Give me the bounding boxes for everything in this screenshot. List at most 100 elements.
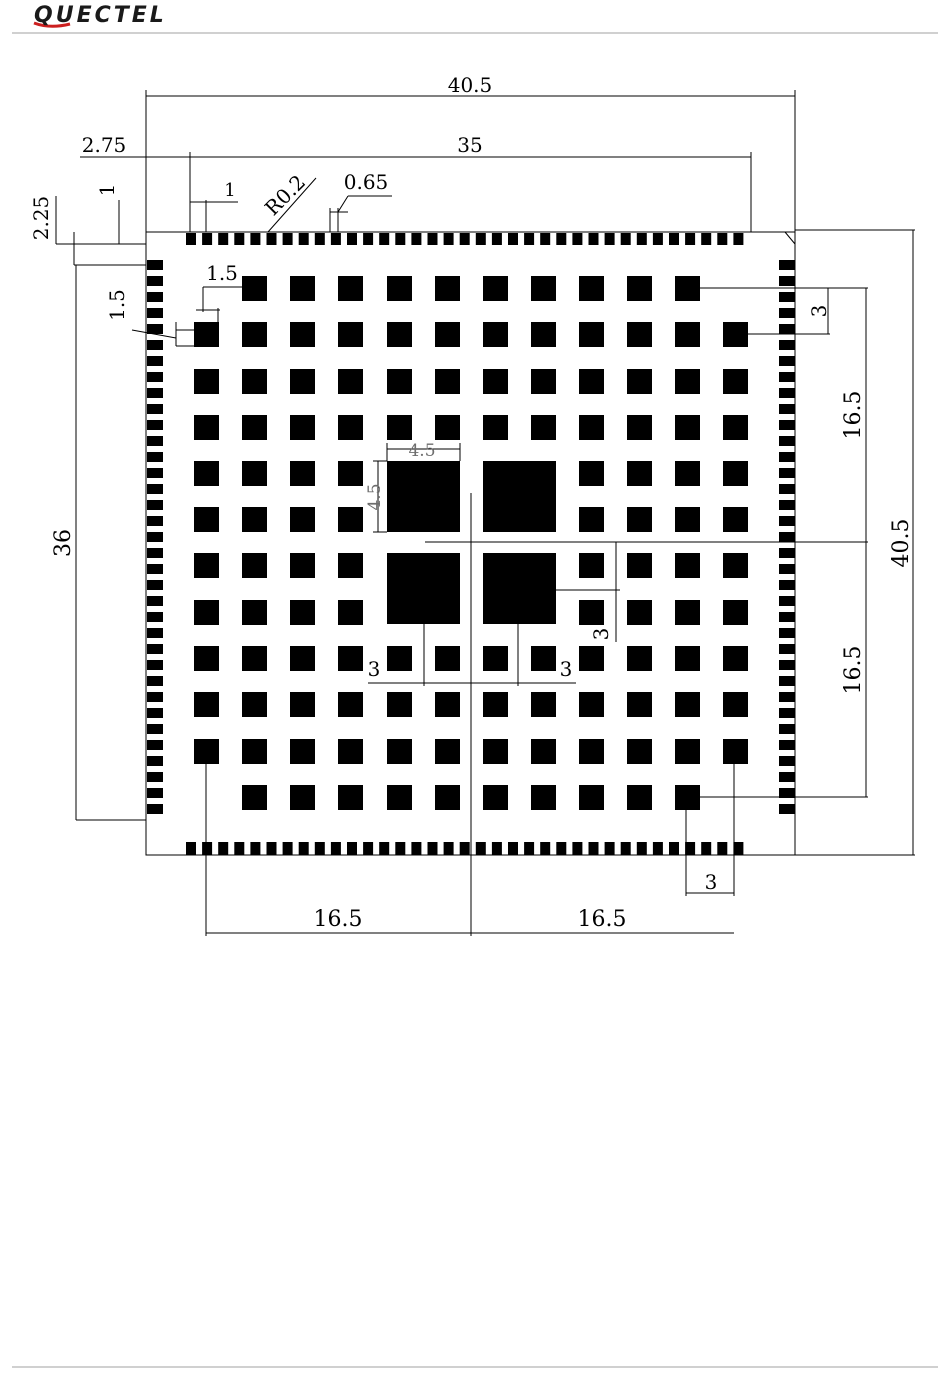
- ball-pad: [194, 322, 219, 347]
- edge-pad-top: [605, 233, 615, 245]
- edge-pad-bottom: [685, 842, 695, 855]
- edge-pad-top: [717, 233, 727, 245]
- ball-pad: [242, 369, 267, 394]
- edge-pad-top: [733, 233, 743, 245]
- ball-pad: [627, 739, 652, 764]
- edge-pad-right: [779, 292, 795, 302]
- edge-pad-left: [147, 788, 163, 798]
- ball-pad: [723, 507, 748, 532]
- edge-pad-right: [779, 708, 795, 718]
- center-pad: [483, 461, 556, 532]
- ball-pad: [675, 276, 700, 301]
- ball-pad: [435, 369, 460, 394]
- ball-pad: [387, 646, 412, 671]
- dim-half-span-bottom-left: 16.5: [314, 907, 363, 932]
- edge-pad-left: [147, 724, 163, 734]
- edge-pad-top: [556, 233, 566, 245]
- edge-pad-top: [267, 233, 277, 245]
- edge-pad-bottom: [572, 842, 582, 855]
- ball-pad: [290, 322, 315, 347]
- dim-pad-length: 1: [95, 184, 119, 197]
- ball-pad: [338, 322, 363, 347]
- ball-pad: [242, 415, 267, 440]
- ball-pad: [579, 507, 604, 532]
- ball-pad: [723, 461, 748, 486]
- edge-pad-right: [779, 596, 795, 606]
- ball-pad: [338, 739, 363, 764]
- edge-pad-right: [779, 500, 795, 510]
- edge-pad-bottom: [717, 842, 727, 855]
- edge-pad-right: [779, 340, 795, 350]
- ball-pad: [435, 415, 460, 440]
- edge-pad-bottom: [428, 842, 438, 855]
- edge-pad-right: [779, 644, 795, 654]
- edge-pad-bottom: [234, 842, 244, 855]
- edge-pad-left: [147, 676, 163, 686]
- dim-half-span-bottom-right: 16.5: [578, 907, 627, 932]
- ball-pad: [531, 369, 556, 394]
- ball-pad: [338, 785, 363, 810]
- edge-pad-bottom: [347, 842, 357, 855]
- edge-pad-left: [147, 628, 163, 638]
- edge-pad-right: [779, 548, 795, 558]
- ball-pad: [290, 692, 315, 717]
- dim-left-span: 36: [51, 529, 76, 557]
- ball-pad: [531, 785, 556, 810]
- ball-pad: [627, 785, 652, 810]
- ball-pad: [435, 692, 460, 717]
- ball-pad: [338, 507, 363, 532]
- dim-ball-pitch-right: 3: [807, 305, 831, 318]
- edge-pad-right: [779, 324, 795, 334]
- ball-pad: [242, 739, 267, 764]
- dim-center-pad-width: 4.5: [408, 441, 435, 461]
- edge-pad-left: [147, 468, 163, 478]
- ball-pad: [627, 322, 652, 347]
- dim-overall-height: 40.5: [889, 519, 914, 568]
- edge-pad-left: [147, 564, 163, 574]
- edge-pad-top: [250, 233, 260, 245]
- edge-pad-right: [779, 260, 795, 270]
- dim-half-span-right-top: 16.5: [841, 391, 866, 440]
- ball-pad: [627, 369, 652, 394]
- ball-pad: [579, 322, 604, 347]
- edge-pad-right: [779, 532, 795, 542]
- ball-pad: [675, 461, 700, 486]
- ball-pad: [579, 785, 604, 810]
- edge-pad-right: [779, 772, 795, 782]
- edge-pad-top: [669, 233, 679, 245]
- edge-pad-top: [363, 233, 373, 245]
- ball-pad: [675, 322, 700, 347]
- edge-pad-left: [147, 532, 163, 542]
- edge-pad-bottom: [283, 842, 293, 855]
- ball-pad: [483, 369, 508, 394]
- edge-pad-top: [637, 233, 647, 245]
- dim-half-span-right-bottom: 16.5: [841, 646, 866, 695]
- edge-pad-bottom: [733, 842, 743, 855]
- edge-pad-right: [779, 516, 795, 526]
- edge-pad-left: [147, 484, 163, 494]
- edge-pad-left: [147, 420, 163, 430]
- ball-pad: [242, 600, 267, 625]
- ball-pad: [338, 646, 363, 671]
- edge-pad-top: [411, 233, 421, 245]
- edge-pad-right: [779, 612, 795, 622]
- edge-pad-right: [779, 404, 795, 414]
- ball-pad: [387, 369, 412, 394]
- dim-pad-pitch: 0.65: [344, 170, 389, 194]
- edge-pad-right: [779, 468, 795, 478]
- edge-pad-left: [147, 388, 163, 398]
- edge-pad-right: [779, 756, 795, 766]
- dim-bottom-ball-pitch: 3: [705, 870, 718, 894]
- chamfer-line: [785, 232, 795, 244]
- edge-pad-top: [508, 233, 518, 245]
- ball-pad: [627, 461, 652, 486]
- ball-pad: [387, 739, 412, 764]
- edge-pad-bottom: [669, 842, 679, 855]
- edge-pad-top: [460, 233, 470, 245]
- ball-pad: [194, 415, 219, 440]
- edge-pad-top: [589, 233, 599, 245]
- edge-pad-bottom: [411, 842, 421, 855]
- edge-pad-bottom: [476, 842, 486, 855]
- ball-pad: [435, 276, 460, 301]
